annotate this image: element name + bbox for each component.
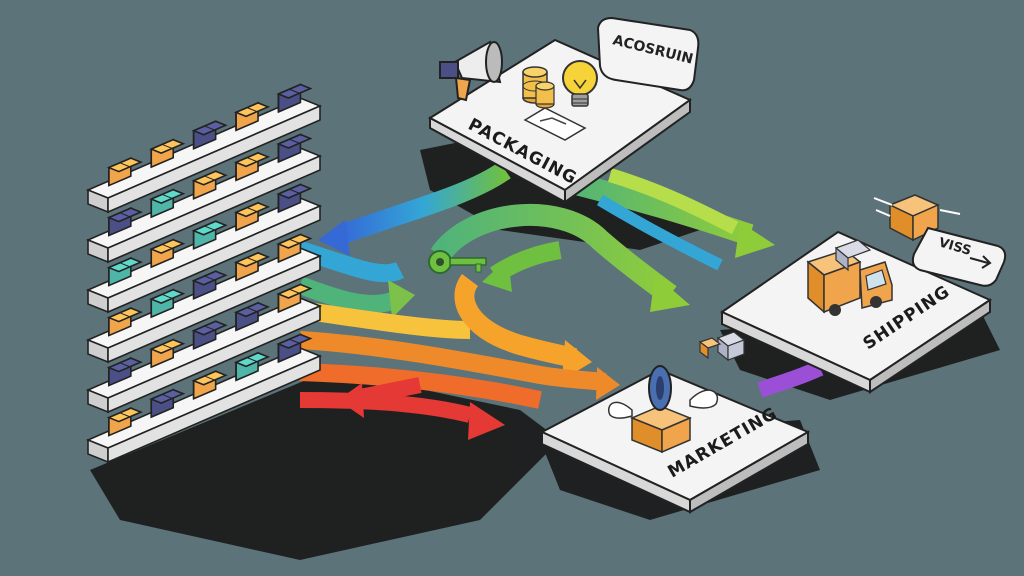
stamp-plate — [523, 107, 587, 141]
lightbulb-icon — [562, 60, 598, 107]
arrowhead-red-left — [338, 383, 364, 418]
arrowhead-red — [468, 402, 505, 440]
inventory-shelves — [85, 83, 323, 464]
speech-bubble-top: ACOSRUIN — [596, 16, 700, 92]
megaphone-icon — [439, 40, 503, 102]
floating-boxes-icon — [698, 331, 746, 362]
arrowhead-orange — [596, 367, 620, 400]
arrowhead-blue — [318, 220, 350, 256]
key-icon — [428, 250, 487, 274]
arrowhead-green-top — [735, 222, 775, 258]
arrowhead-green-mid — [650, 275, 690, 312]
arrowhead-teal — [388, 280, 415, 318]
arrowhead-green-left — [482, 258, 512, 292]
marketing-node: MARKETING — [539, 331, 811, 514]
shipping-node: SHIPPING — [719, 230, 993, 394]
coins-icon — [522, 66, 555, 109]
winged-box-icon — [608, 365, 719, 454]
moving-box-icon — [873, 194, 961, 242]
flow-arrows — [296, 161, 824, 440]
speech-bubble-right: VISS — [911, 226, 1007, 287]
delivery-truck-icon — [806, 239, 893, 316]
